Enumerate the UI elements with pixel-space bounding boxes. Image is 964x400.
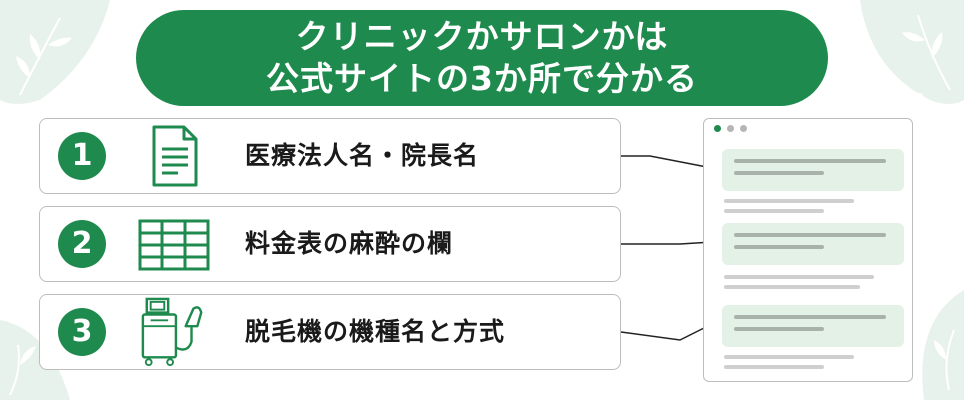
checkpoint-item-2: 2 料金表の麻酔の欄 [39, 206, 621, 282]
highlighted-section-3 [722, 305, 904, 347]
browser-dot-gray [740, 125, 747, 132]
browser-dot-gray [727, 125, 734, 132]
title-banner: クリニックかサロンかは 公式サイトの3か所で分かる [136, 10, 828, 106]
document-icon [152, 125, 198, 187]
leaf-decoration-bottom-left [0, 320, 70, 400]
text-placeholder [724, 365, 824, 369]
browser-dot-green [714, 125, 721, 132]
highlighted-section-1 [722, 149, 904, 191]
text-placeholder [724, 199, 854, 203]
item-label: 料金表の麻酔の欄 [245, 229, 454, 258]
checkpoint-item-1: 1 医療法人名・院長名 [39, 118, 621, 194]
laser-machine-icon [141, 297, 203, 367]
leaf-decoration-bottom-right [922, 290, 964, 400]
item-number: 1 [58, 132, 106, 180]
item-label: 医療法人名・院長名 [245, 141, 480, 170]
browser-window-icon [703, 118, 913, 382]
title-line-1: クリニックかサロンかは [295, 17, 669, 56]
item-number: 3 [58, 308, 106, 356]
leaf-decoration-top-left [0, 0, 110, 104]
text-placeholder [724, 209, 824, 213]
table-icon [138, 219, 210, 271]
text-placeholder [724, 285, 860, 289]
text-placeholder [724, 355, 854, 359]
leaf-decoration-top-right [860, 0, 964, 104]
checkpoint-item-3: 3 脱毛機の機種名と方式 [39, 294, 621, 370]
text-placeholder [724, 275, 874, 279]
highlighted-section-2 [722, 223, 904, 265]
item-label: 脱毛機の機種名と方式 [245, 317, 506, 346]
title-line-2: 公式サイトの3か所で分かる [266, 59, 698, 98]
item-number: 2 [58, 220, 106, 268]
